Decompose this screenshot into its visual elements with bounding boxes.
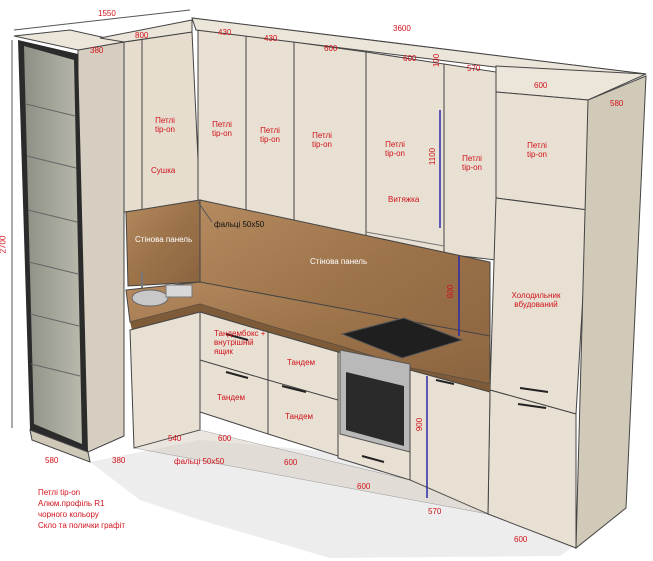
- dim-upper-height: 1100: [428, 147, 438, 166]
- glass-shelf: [28, 261, 79, 275]
- dim-fridge-bottom: 600: [514, 535, 528, 544]
- sink-bowl: [131, 289, 169, 307]
- label-hinges-3: Петлі tip-on: [259, 126, 280, 144]
- glass-shelf: [25, 103, 76, 117]
- glass-shelf: [29, 313, 80, 327]
- dim-drawer-2: 600: [284, 458, 298, 467]
- dim-filler-bottom: фальці 50x50: [174, 457, 225, 466]
- drawer-split: [199, 359, 269, 381]
- label-hinges-6: Петлі tip-on: [461, 154, 482, 172]
- note-line: Петлі tip-on: [38, 488, 81, 497]
- dim-hood-top: 100: [432, 53, 442, 68]
- label-hinges-5: Петлі tip-on: [384, 140, 405, 158]
- plinth: [133, 429, 489, 515]
- label-wall-panel-right: Стінова панель: [310, 257, 368, 266]
- label-tandem-1: Тандем: [287, 358, 316, 367]
- label-hinges-4: Петлі tip-on: [311, 131, 332, 149]
- hob: [340, 317, 464, 359]
- label-tandembox: Тандембокс + внутрішній ящик: [214, 329, 266, 356]
- tall-unit-plinth: [29, 429, 91, 463]
- dim-upper-4: 600: [403, 54, 417, 63]
- handle: [281, 385, 307, 393]
- oven-window: [346, 372, 404, 446]
- corner-upper-top: [99, 19, 193, 43]
- label-tandem-2: Тандем: [217, 393, 246, 402]
- dim-tall-top: 380: [90, 46, 104, 55]
- floor: [90, 440, 610, 558]
- dim-corner-top: 800: [135, 31, 149, 40]
- dim-drawer-1: 600: [218, 434, 232, 443]
- label-filler-top: фальці 50x50: [214, 220, 265, 229]
- dim-height-total: 2700: [0, 235, 8, 254]
- label-wall-panel-left: Стінова панель: [135, 235, 193, 244]
- handle: [361, 455, 385, 463]
- glass-shelf: [30, 363, 81, 377]
- dim-top-right: 3600: [393, 24, 411, 33]
- dim-base-right: 570: [428, 507, 442, 516]
- drawer-stack-2: [267, 331, 339, 457]
- filler-dim: [197, 201, 213, 223]
- dim-upper-5: 570: [467, 64, 481, 73]
- dim-tall-bottom: 580: [45, 456, 59, 465]
- label-dryer: Сушка: [151, 166, 176, 175]
- sink-base-cabinet: [129, 311, 201, 449]
- note-line: Скло та полички графіт: [38, 521, 125, 530]
- fridge-side: [575, 75, 647, 550]
- handle: [517, 403, 547, 409]
- dim-upper-3: 600: [324, 44, 338, 53]
- sink-drainer: [165, 284, 193, 298]
- glass-panel: [24, 46, 82, 444]
- dim-corner-depth: 540: [168, 434, 182, 443]
- drawer-split: [267, 379, 339, 401]
- dim-right-depth: 580: [610, 99, 624, 108]
- note-line: Алюм.профіль R1: [38, 499, 105, 508]
- label-hinges-2: Петлі tip-on: [211, 120, 232, 138]
- dim-top-left: 1550: [98, 9, 116, 18]
- note-line: чорного кольору: [38, 510, 99, 519]
- dim-fridge-top: 600: [534, 81, 548, 90]
- dim-base-height: 900: [415, 417, 425, 432]
- label-fridge: Холодильник вбудований: [511, 291, 561, 309]
- dim-upper-2: 430: [264, 34, 278, 43]
- handle: [225, 333, 249, 341]
- hood-bottom-line: [365, 231, 445, 247]
- dim-upper-1: 430: [218, 28, 232, 37]
- materials-note: Петлі tip-on Алюм.профіль R1 чорного кол…: [38, 487, 168, 531]
- label-hinges-1: Петлі tip-on: [154, 116, 175, 134]
- handle: [225, 371, 249, 379]
- handle: [435, 379, 455, 385]
- dim-backsplash: 600: [446, 284, 456, 299]
- top-left-dim-line: [13, 9, 191, 31]
- dim-oven: 600: [357, 482, 371, 491]
- label-tandem-3: Тандем: [285, 412, 314, 421]
- handle: [519, 387, 549, 393]
- label-hood: Витяжка: [388, 195, 420, 204]
- label-hinges-7: Петлі tip-on: [526, 141, 547, 159]
- glass-shelf: [27, 209, 78, 223]
- dim-sink-base: 380: [112, 456, 126, 465]
- glass-shelf: [26, 155, 77, 169]
